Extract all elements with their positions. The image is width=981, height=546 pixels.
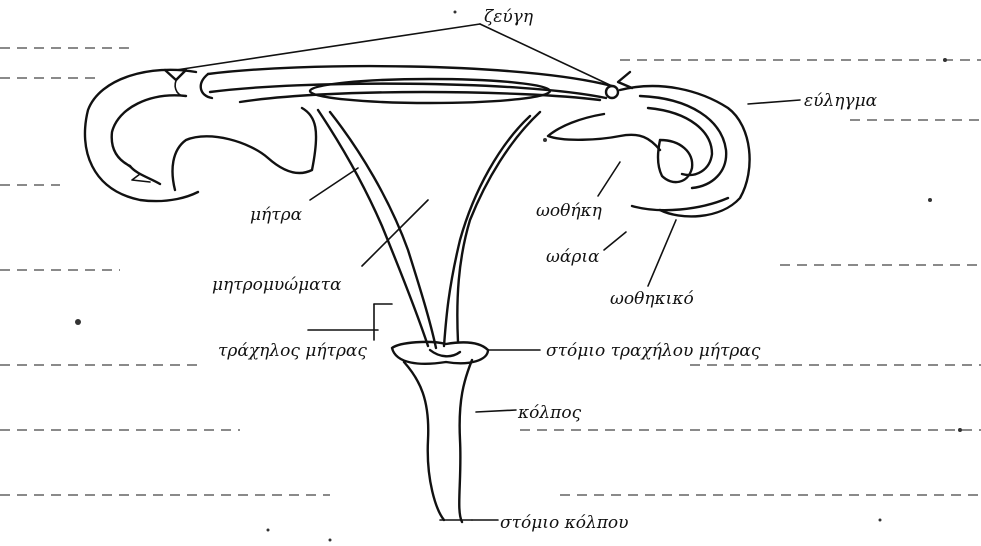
- label-ovary: ωάρια: [546, 247, 600, 267]
- label-uterus: μήτρα: [250, 205, 303, 225]
- label-cervix: τράχηλος μήτρας: [218, 341, 367, 361]
- label-muscle: μητρομυώματα: [212, 275, 342, 295]
- label-fimbriae: εύληγμα: [804, 91, 878, 111]
- label-tube: ωοθήκη: [536, 201, 603, 221]
- label-vaginal-opening: στόμιο κόλπου: [500, 513, 629, 533]
- label-os: στόμιο τραχήλου μήτρας: [546, 341, 761, 361]
- notebook-rules: [0, 48, 981, 495]
- label-vagina: κόλπος: [517, 403, 582, 423]
- label-ligament: ωοθηκικό: [610, 289, 694, 309]
- label-top: ζεύγη: [484, 7, 534, 27]
